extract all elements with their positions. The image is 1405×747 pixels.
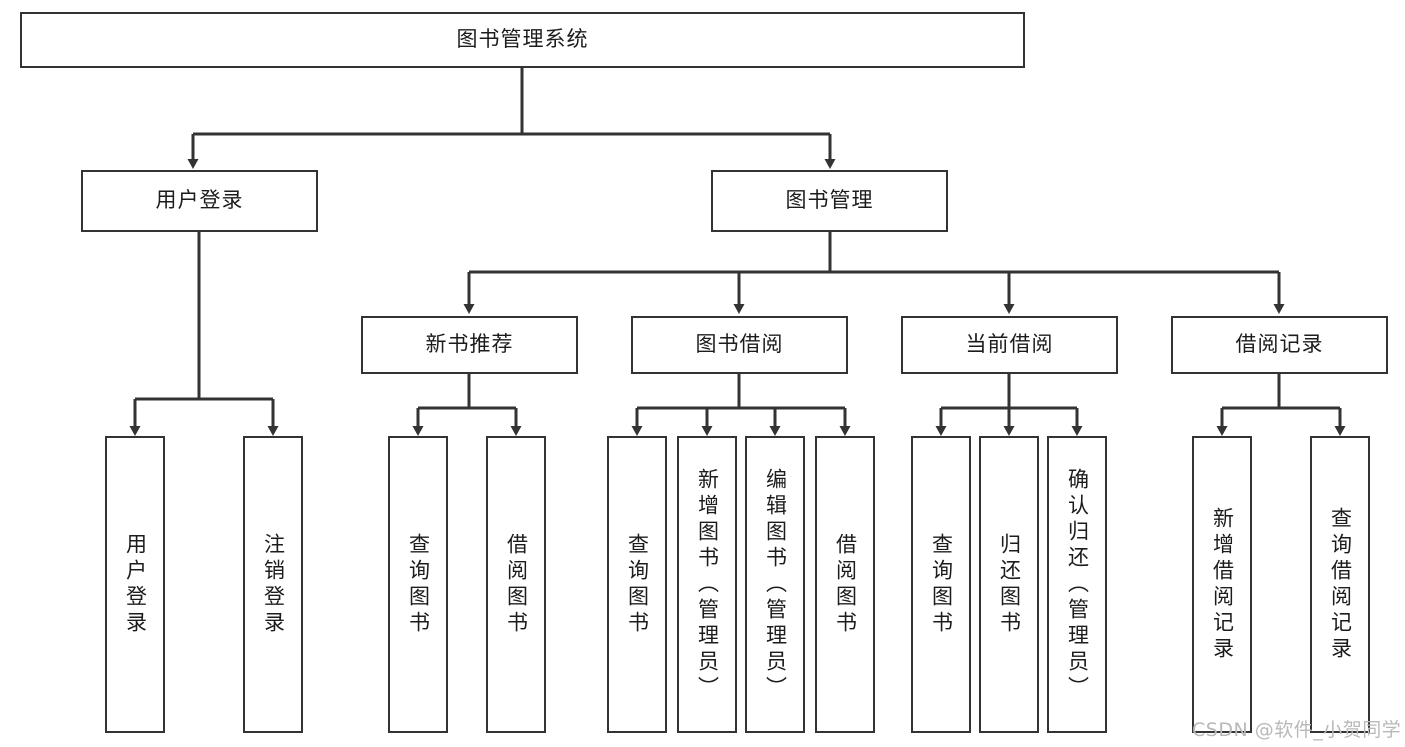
node-root-label: 图书管理系统 [456,27,589,52]
node-leaf-return-book[interactable]: 归还图书 [979,436,1039,733]
node-leaf-add-record[interactable]: 新增借阅记录 [1192,436,1252,733]
node-leaf-user-logout-label: 注销登录 [261,532,286,637]
node-leaf-confirm-return-label: 确认归还（管理员） [1065,467,1090,702]
node-book-borrow-label: 图书借阅 [695,332,784,357]
node-leaf-borrow-book-2[interactable]: 借阅图书 [815,436,875,733]
node-leaf-user-login-label: 用户登录 [123,532,148,637]
node-leaf-borrow-book-1-label: 借阅图书 [504,532,529,637]
node-root[interactable]: 图书管理系统 [20,12,1025,68]
node-current-borrow[interactable]: 当前借阅 [901,316,1118,374]
node-leaf-query-book-2[interactable]: 查询图书 [607,436,667,733]
node-leaf-user-login[interactable]: 用户登录 [105,436,165,733]
node-book-manage[interactable]: 图书管理 [711,170,948,232]
node-leaf-add-book-label: 新增图书（管理员） [695,467,720,702]
watermark-text: CSDN @软件_小贺同学 [1192,719,1402,741]
node-leaf-edit-book-label: 编辑图书（管理员） [763,467,788,702]
node-leaf-query-record-label: 查询借阅记录 [1328,506,1353,663]
node-new-book-rec[interactable]: 新书推荐 [361,316,578,374]
node-leaf-query-record[interactable]: 查询借阅记录 [1310,436,1370,733]
node-leaf-edit-book[interactable]: 编辑图书（管理员） [745,436,805,733]
node-new-book-rec-label: 新书推荐 [425,332,514,357]
node-leaf-query-book-1-label: 查询图书 [406,532,431,637]
node-user-login[interactable]: 用户登录 [81,170,318,232]
node-leaf-query-book-2-label: 查询图书 [625,532,650,637]
node-current-borrow-label: 当前借阅 [965,332,1054,357]
node-book-borrow[interactable]: 图书借阅 [631,316,848,374]
node-leaf-query-book-3[interactable]: 查询图书 [911,436,971,733]
node-leaf-confirm-return[interactable]: 确认归还（管理员） [1047,436,1107,733]
node-leaf-query-book-3-label: 查询图书 [929,532,954,637]
node-user-login-label: 用户登录 [155,188,244,213]
node-leaf-return-book-label: 归还图书 [997,532,1022,637]
node-borrow-record[interactable]: 借阅记录 [1171,316,1388,374]
node-leaf-user-logout[interactable]: 注销登录 [243,436,303,733]
node-leaf-borrow-book-2-label: 借阅图书 [833,532,858,637]
node-borrow-record-label: 借阅记录 [1235,332,1324,357]
node-leaf-add-book[interactable]: 新增图书（管理员） [677,436,737,733]
node-leaf-query-book-1[interactable]: 查询图书 [388,436,448,733]
node-book-manage-label: 图书管理 [785,188,874,213]
node-leaf-add-record-label: 新增借阅记录 [1210,506,1235,663]
node-leaf-borrow-book-1[interactable]: 借阅图书 [486,436,546,733]
